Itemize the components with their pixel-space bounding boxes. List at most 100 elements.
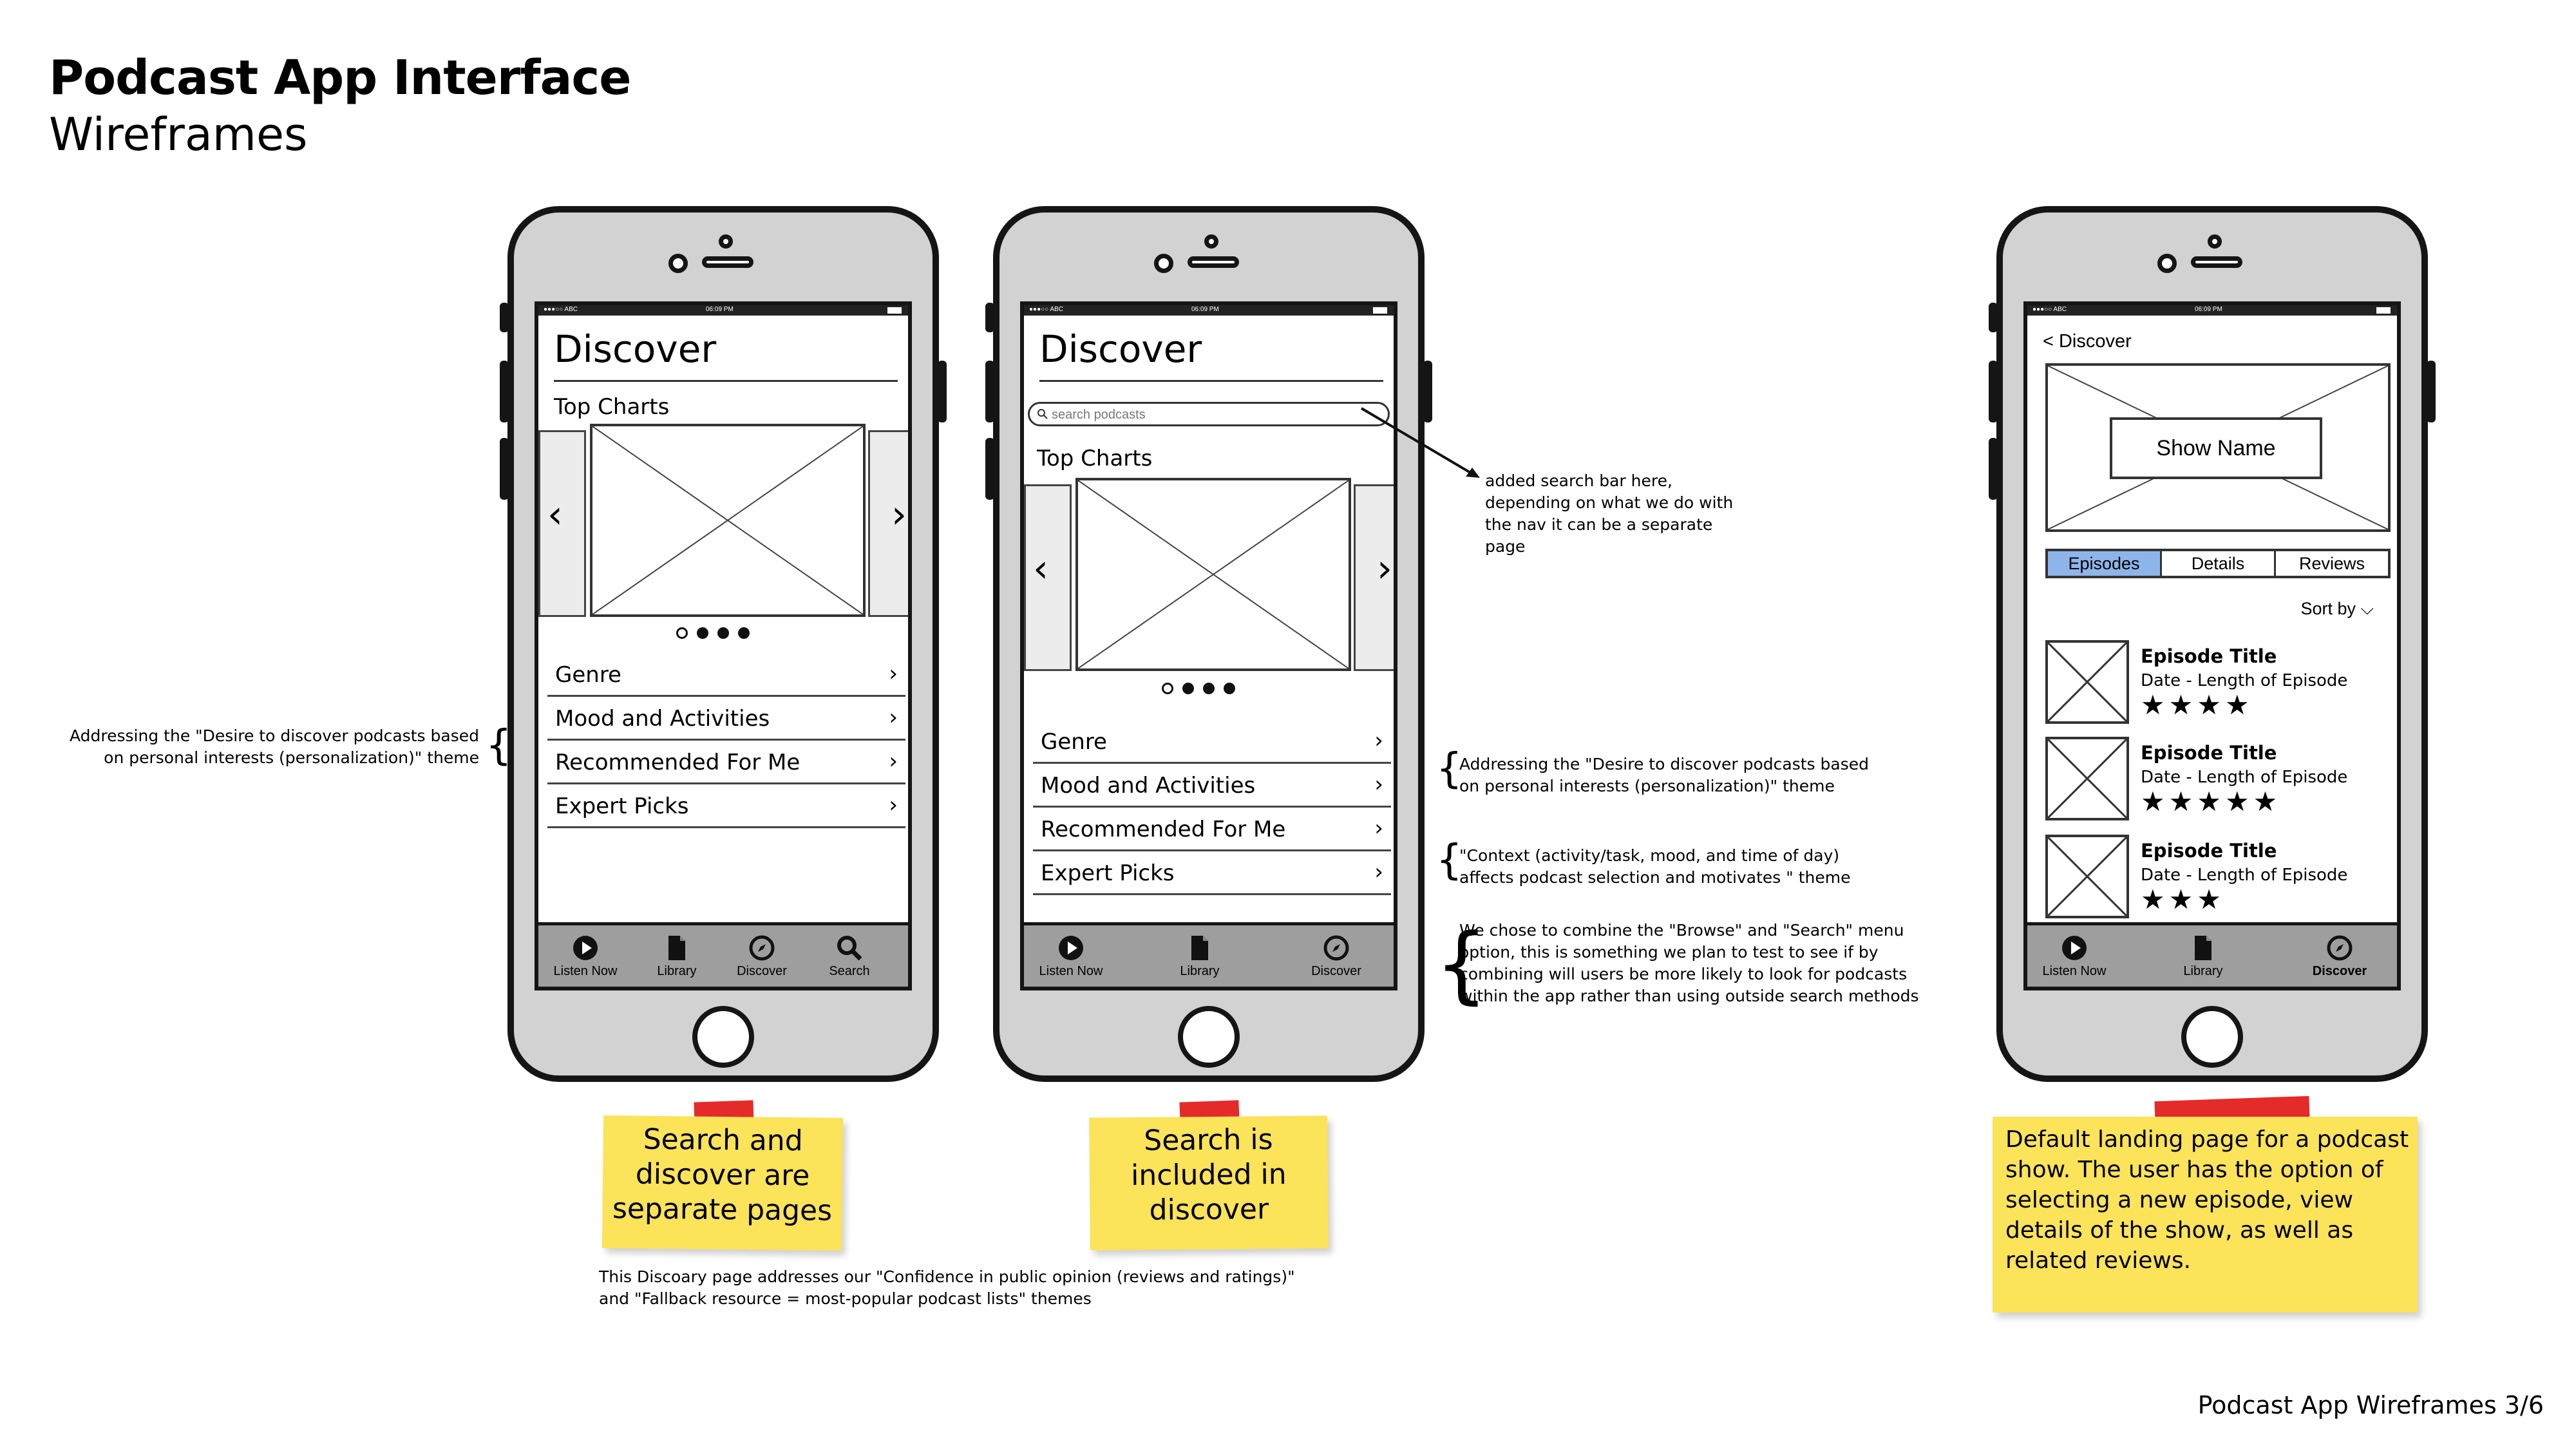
list-item-episode[interactable]: Episode Title Date - Length of Episode ★… [2045, 640, 2393, 730]
carousel-prev-button[interactable]: ‹ [1033, 546, 1048, 591]
chevron-right-icon: › [889, 792, 898, 818]
annotation-search-bar: added search bar here, depending on what… [1485, 471, 1734, 556]
star-rating: ★★★ [2141, 884, 2225, 914]
brace-icon: { [486, 722, 512, 770]
list-item-recommended[interactable]: Recommended For Me› [547, 741, 905, 784]
chevron-right-icon: › [1374, 859, 1383, 885]
list-item-recommended[interactable]: Recommended For Me› [1033, 808, 1391, 851]
status-bar: ●●●○○ ABC 06:09 PM [538, 305, 908, 316]
page-subtitle: Wireframes [49, 108, 308, 161]
chevron-right-icon: › [1374, 772, 1383, 797]
episode-thumbnail [2045, 835, 2129, 918]
show-name: Show Name [2110, 417, 2322, 479]
play-icon [1059, 936, 1083, 960]
battery-icon [2376, 307, 2391, 314]
battery-icon [887, 307, 902, 314]
tab-discover[interactable]: Discover [2304, 934, 2375, 979]
list-item-expert-picks[interactable]: Expert Picks› [547, 784, 905, 828]
chevron-right-icon: › [889, 661, 898, 687]
carousel-next-button[interactable]: › [891, 492, 907, 537]
sticky-note-separate-pages: Search and discover are separate pages [601, 1115, 844, 1251]
document-icon [2195, 936, 2211, 960]
screen-heading: Discover [554, 327, 717, 371]
footer-page-label: Podcast App Wireframes 3/6 [2197, 1391, 2544, 1419]
carousel-dots[interactable] [1162, 683, 1235, 694]
compass-icon [1323, 935, 1349, 961]
tab-listen-now[interactable]: Listen Now [550, 934, 621, 979]
tab-details[interactable]: Details [2162, 551, 2276, 576]
top-charts-carousel[interactable]: ‹ › [1024, 478, 1394, 671]
back-link[interactable]: < Discover [2043, 331, 2132, 352]
arrow-to-search-bar [1360, 407, 1480, 478]
tab-listen-now[interactable]: Listen Now [2039, 934, 2110, 979]
show-artwork-placeholder: Show Name [2045, 363, 2391, 532]
search-input[interactable]: search podcasts [1028, 402, 1390, 426]
star-rating: ★★★★★ [2141, 786, 2282, 817]
home-button[interactable] [1178, 1006, 1240, 1068]
play-icon [573, 936, 598, 960]
compass-icon [749, 935, 775, 961]
list-item-episode[interactable]: Episode Title Date - Length of Episode ★… [2045, 737, 2393, 827]
list-item-mood[interactable]: Mood and Activities› [1033, 764, 1391, 808]
annotation-personalization-right: Addressing the "Desire to discover podca… [1459, 755, 1869, 795]
phone-wireframe-combined: ●●●○○ ABC 06:09 PM Discover search podca… [985, 206, 1432, 1082]
phone2-screen: ●●●○○ ABC 06:09 PM Discover search podca… [1020, 301, 1397, 990]
tab-library[interactable]: Library [641, 934, 712, 979]
annotation-personalization-left: Addressing the "Desire to discover podca… [70, 726, 479, 767]
phone-wireframe-separate: ●●●○○ ABC 06:09 PM Discover Top Charts ‹… [500, 206, 947, 1082]
tab-bar: Listen Now Library Discover Search [538, 922, 908, 987]
carousel-dots[interactable] [676, 627, 750, 639]
sticky-note-default-landing: Default landing page for a podcast show.… [1993, 1117, 2418, 1312]
document-icon [668, 936, 685, 960]
list-item-mood[interactable]: Mood and Activities› [547, 697, 905, 741]
page-title: Podcast App Interface [49, 50, 631, 106]
screen-heading: Discover [1039, 327, 1202, 371]
list-item-episode[interactable]: Episode Title Date - Length of Episode ★… [2045, 835, 2393, 925]
sticky-note-search-included: Search is included in discover [1089, 1115, 1329, 1251]
chevron-right-icon: › [889, 748, 898, 774]
tab-discover[interactable]: Discover [726, 934, 797, 979]
chevron-right-icon: › [889, 705, 898, 730]
home-button[interactable] [692, 1006, 754, 1068]
tab-library[interactable]: Library [1164, 934, 1235, 979]
section-top-charts: Top Charts [1037, 446, 1153, 471]
play-icon [2062, 936, 2087, 960]
chevron-right-icon: › [1374, 728, 1383, 753]
phone3-screen: ●●●○○ ABC 06:09 PM < Discover Show Name … [2023, 301, 2401, 990]
tab-discover[interactable]: Discover [1301, 934, 1372, 979]
sort-dropdown[interactable]: Sort by ⌵ [2300, 599, 2374, 618]
tab-bar: Listen Now Library Discover [1024, 922, 1394, 987]
brace-icon: { [1435, 915, 1488, 1013]
search-icon [1037, 409, 1048, 419]
chevron-right-icon: › [1374, 815, 1383, 841]
tab-episodes[interactable]: Episodes [2048, 551, 2162, 576]
phone1-screen: ●●●○○ ABC 06:09 PM Discover Top Charts ‹… [535, 301, 912, 990]
list-item-expert-picks[interactable]: Expert Picks› [1033, 851, 1391, 895]
tab-listen-now[interactable]: Listen Now [1036, 934, 1106, 979]
tab-library[interactable]: Library [2168, 934, 2239, 979]
annotation-browse-search: We chose to combine the "Browse" and "Se… [1459, 921, 1919, 1005]
episode-thumbnail [2045, 737, 2129, 820]
carousel-prev-button[interactable]: ‹ [547, 492, 563, 537]
carousel-next-button[interactable]: › [1377, 546, 1392, 591]
annotation-discovery-themes: This Discoary page addresses our "Confid… [599, 1267, 1295, 1308]
battery-icon [1373, 307, 1387, 314]
carousel-image-placeholder [1075, 478, 1351, 671]
tab-search[interactable]: Search [814, 934, 885, 979]
list-item-genre[interactable]: Genre› [547, 653, 905, 697]
segmented-control: Episodes Details Reviews [2045, 549, 2391, 578]
episode-thumbnail [2045, 640, 2129, 724]
annotation-context: "Context (activity/task, mood, and time … [1459, 846, 1851, 887]
carousel-image-placeholder [590, 424, 866, 617]
tab-reviews[interactable]: Reviews [2298, 554, 2365, 573]
compass-icon [2327, 935, 2353, 961]
star-rating: ★★★★ [2141, 690, 2253, 720]
status-bar: ●●●○○ ABC 06:09 PM [1024, 305, 1394, 316]
tab-bar: Listen Now Library Discover [2027, 922, 2397, 987]
phone-wireframe-show-page: ●●●○○ ABC 06:09 PM < Discover Show Name … [1989, 206, 2436, 1082]
brace-icon: { [1436, 745, 1463, 793]
top-charts-carousel[interactable]: ‹ › [538, 424, 908, 617]
home-button[interactable] [2181, 1006, 2243, 1068]
list-item-genre[interactable]: Genre› [1033, 720, 1391, 764]
status-bar: ●●●○○ ABC 06:09 PM [2027, 305, 2397, 316]
